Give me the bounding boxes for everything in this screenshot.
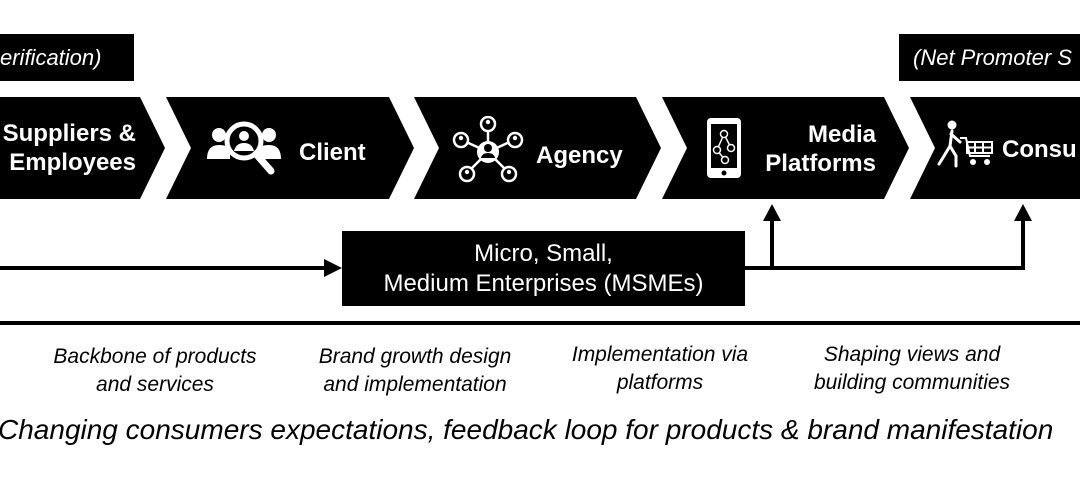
stage-label-line2: Employees [9,149,136,176]
arrow-to-consumers-head [1014,204,1032,221]
stage-label-client: Client [299,138,366,167]
description-line2: and implementation [323,373,507,396]
msme-output-line [745,218,1025,270]
stage-label-suppliers: Suppliers & Employees [0,119,136,177]
shopper-cart-icon [937,120,993,168]
description-media: Shaping views and building communities [787,341,1037,397]
verification-tag: erification) [0,34,134,81]
description-line2: and services [96,373,214,396]
people-search-icon [207,121,281,175]
description-line1: Brand growth design [318,345,512,368]
stage-label-agency: Agency [536,141,623,170]
arrow-into-msme-head [324,259,342,277]
stage-chevron-client [166,97,414,199]
stage-label-line1: Client [299,139,366,166]
description-suppliers: Backbone of products and services [30,343,280,399]
net-promoter-tag-text: (Net Promoter S [913,44,1072,70]
description-line1: Implementation via [571,343,749,366]
verification-tag-text: erification) [0,44,102,70]
stage-chevron-agency [414,97,661,199]
msme-line1: Micro, Small, [474,239,613,267]
net-promoter-tag: (Net Promoter S [899,34,1080,81]
description-line2: platforms [616,371,704,394]
stage-label-line1: Agency [536,142,623,169]
stage-label-media: Media Platforms [756,120,876,178]
msme-line2: Medium Enterprises (MSMEs) [383,269,704,297]
arrow-to-media-head [763,204,781,221]
description-agency: Implementation via platforms [535,341,785,397]
stage-label-consumers: Consu [1002,135,1077,164]
description-line1: Backbone of products [53,345,257,368]
stage-label-line1: Media [807,121,876,148]
smartphone-network-icon [707,118,741,178]
description-line2: building communities [813,371,1011,394]
stage-label-line1: Suppliers & [2,120,136,147]
network-people-icon [452,116,524,183]
stage-label-line2: Platforms [765,150,876,177]
description-client: Brand growth design and implementation [290,343,540,399]
stage-label-line1: Consu [1002,136,1077,163]
description-line1: Shaping views and [823,343,1001,366]
msme-box: Micro, Small, Medium Enterprises (MSMEs) [342,231,745,306]
feedback-caption: Changing consumers expectations, feedbac… [0,414,1054,445]
stage-chevron-suppliers [0,97,165,199]
